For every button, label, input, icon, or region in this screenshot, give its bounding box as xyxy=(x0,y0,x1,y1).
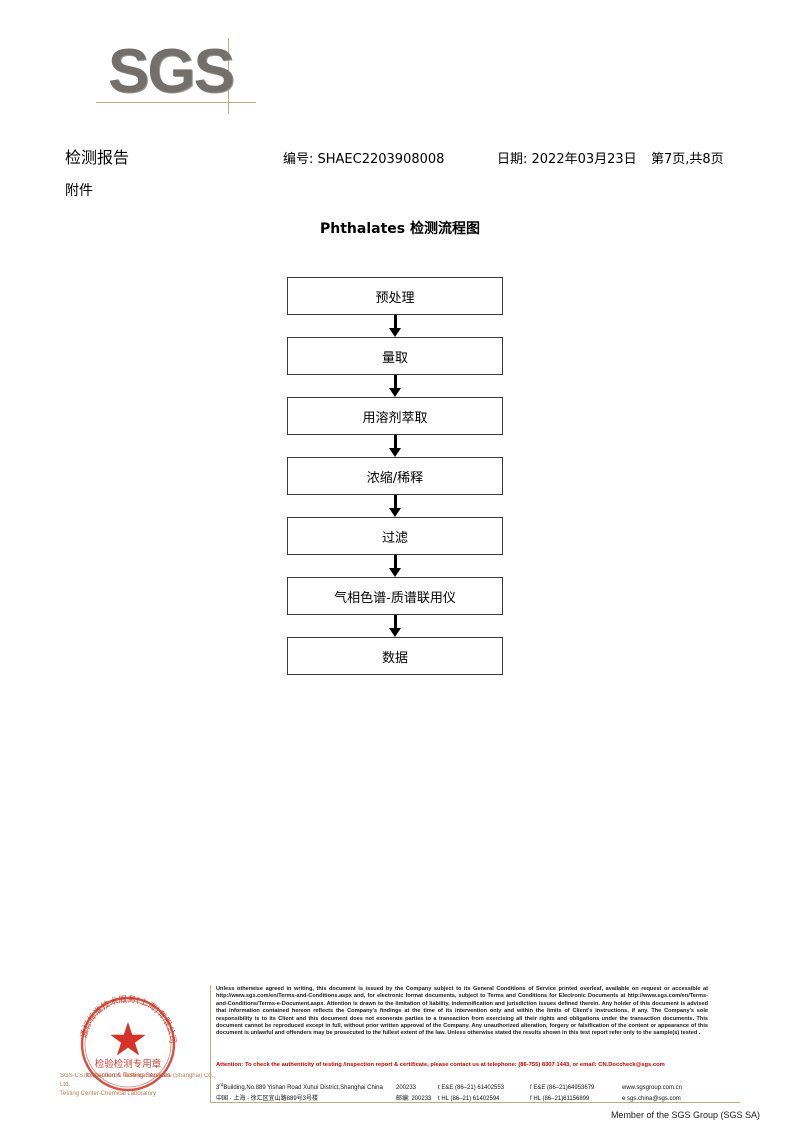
address-en-prefix: 3 xyxy=(216,1085,220,1091)
arrow-head xyxy=(389,508,401,517)
arrow-shaft xyxy=(394,555,397,571)
arrow-head xyxy=(389,448,401,457)
svg-text:Inspection & Testing Services: Inspection & Testing Services xyxy=(86,1072,172,1079)
arrow-shaft xyxy=(394,495,397,511)
arrow-head xyxy=(389,388,401,397)
flow-step-label: 量取 xyxy=(381,350,408,366)
flow-step-5: 过滤 xyxy=(287,517,503,555)
seal-caption-line2: Testing Center-Chemical Laboratory xyxy=(60,1091,157,1097)
flow-arrow-6 xyxy=(287,615,503,637)
website-link[interactable]: www.sgsgroup.com.cn xyxy=(622,1085,683,1091)
arrow-shaft xyxy=(394,375,397,391)
page-indicator: 第7页,共8页 xyxy=(651,152,724,167)
address-row-en: 3rdBuilding,No.889 Yishan Road Xuhui Dis… xyxy=(216,1079,740,1094)
postcode-cn: 邮编: 200233 xyxy=(396,1094,438,1105)
flow-step-4: 浓缩/稀释 xyxy=(287,457,503,495)
sgs-logo-text: SGS xyxy=(108,37,235,106)
flow-step-7: 数据 xyxy=(287,637,503,675)
legal-disclaimer: Unless otherwise agreed in writing, this… xyxy=(216,986,708,1037)
address-en-sup: rd xyxy=(219,1082,224,1087)
address-row-cn: 中国 · 上海 · 徐汇区宜山路889号3号楼 邮编: 200233 t HL … xyxy=(216,1094,740,1105)
flow-step-3: 用溶剂萃取 xyxy=(287,397,503,435)
arrow-head xyxy=(389,628,401,637)
arrow-shaft xyxy=(394,615,397,631)
address-en-text: Building,No.889 Yishan Road Xuhui Distri… xyxy=(223,1085,383,1091)
flow-step-label: 浓缩/稀释 xyxy=(366,470,424,486)
arrow-shaft xyxy=(394,315,397,331)
footer-vertical-rule xyxy=(210,985,211,1103)
logo-vertical-rule xyxy=(228,38,229,114)
postcode-cn-label: 邮编: xyxy=(396,1096,410,1102)
footer-horizontal-rule xyxy=(210,1102,740,1103)
flow-step-label: 气相色谱-质谱联用仪 xyxy=(334,590,456,606)
flow-arrow-4 xyxy=(287,495,503,517)
flow-step-label: 用溶剂萃取 xyxy=(362,410,428,426)
flow-step-6: 气相色谱-质谱联用仪 xyxy=(287,577,503,615)
flow-step-label: 过滤 xyxy=(381,530,408,546)
attention-notice: Attention: To check the authenticity of … xyxy=(216,1062,665,1068)
flow-step-2: 量取 xyxy=(287,337,503,375)
address-cn: 中国 · 上海 · 徐汇区宜山路889号3号楼 xyxy=(216,1096,319,1102)
tel-ee-1: t E&E (86–21) 61402553 xyxy=(438,1085,505,1091)
fax-hl-2: f HL (86–21)61156899 xyxy=(530,1096,590,1102)
tel-hl-1: t HL (86–21) 61402594 xyxy=(438,1096,500,1102)
seal-caption: SGS-CSTC Standards Technical Services (S… xyxy=(60,1072,220,1099)
email-link[interactable]: e sgs.china@sgs.com xyxy=(622,1096,681,1102)
report-date: 日期: 2022年03月23日 xyxy=(497,152,637,167)
arrow-shaft xyxy=(394,435,397,451)
member-of-group: Member of the SGS Group (SGS SA) xyxy=(610,1110,760,1120)
inspection-seal-stamp: 通标标准技术服务(上海)有限公司 检验检测专用章 Inspection & Te… xyxy=(72,988,184,1100)
page-title: 检测报告 xyxy=(65,148,130,167)
page-subtitle: 附件 xyxy=(65,183,93,199)
flow-arrow-2 xyxy=(287,375,503,397)
fax-ee-2: f E&E (86–21)64953679 xyxy=(530,1085,595,1091)
postcode-en: 200233 xyxy=(396,1085,417,1091)
flow-arrow-5 xyxy=(287,555,503,577)
arrow-head xyxy=(389,328,401,337)
logo-horizontal-rule xyxy=(96,102,256,103)
flow-arrow-1 xyxy=(287,315,503,337)
sgs-logo: SGS xyxy=(96,37,256,118)
arrow-head xyxy=(389,568,401,577)
flow-step-label: 数据 xyxy=(381,650,408,666)
svg-text:检验检测专用章: 检验检测专用章 xyxy=(95,1058,162,1070)
flow-arrow-3 xyxy=(287,435,503,457)
postcode-cn-value: 200233 xyxy=(411,1096,432,1102)
address-en: 3rdBuilding,No.889 Yishan Road Xuhui Dis… xyxy=(216,1079,396,1094)
flowchart-title: Phthalates 检测流程图 xyxy=(320,221,480,237)
flow-step-label: 预处理 xyxy=(375,290,415,306)
seal-caption-line1: SGS-CSTC Standards Technical Services (S… xyxy=(60,1073,215,1088)
footer-address-block: 3rdBuilding,No.889 Yishan Road Xuhui Dis… xyxy=(216,1079,740,1105)
flow-step-1: 预处理 xyxy=(287,277,503,315)
report-number: 编号: SHAEC2203908008 xyxy=(283,152,445,167)
flowchart: 预处理 量取 用溶剂萃取 浓缩/稀释 过滤 xyxy=(287,277,503,675)
